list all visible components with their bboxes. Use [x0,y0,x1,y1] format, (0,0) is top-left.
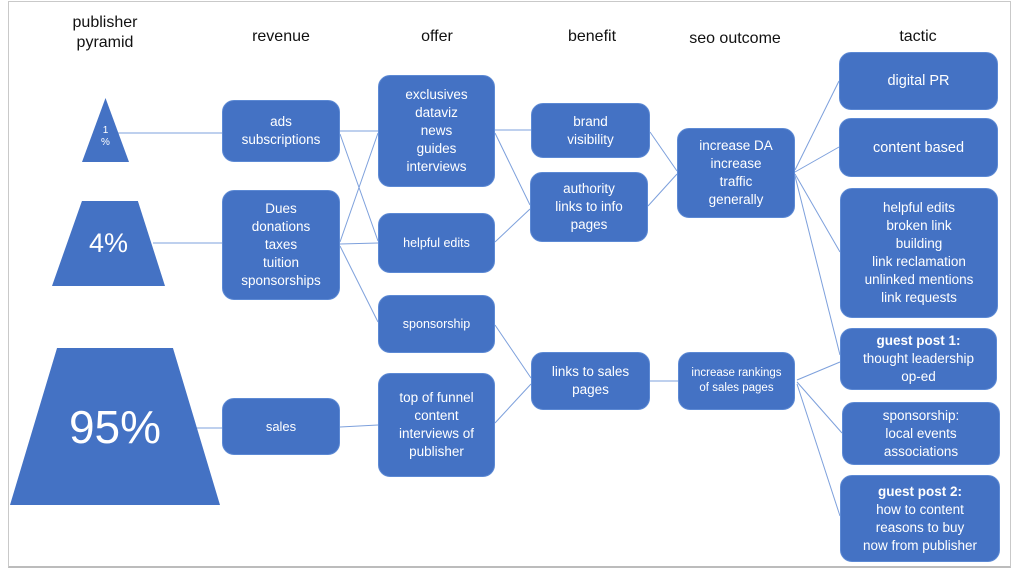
pyramid-tier3-label: 95% [68,400,162,453]
box-text: sponsorship: local events associations [882,407,960,459]
offer-box-sponsorship: sponsorship [378,295,495,353]
connector-helpful-to-authority [494,208,531,243]
pyramid-tier1-label: 1 % [101,125,110,148]
pyramid-tier3-trapezoid: 95% [10,348,220,505]
column-header-tactic: tactic [899,28,937,45]
box-text: exclusives dataviz news guides interview… [405,87,468,174]
box-text: brand visibility [567,113,614,147]
connector-dues-to-sponsorship [339,245,379,323]
box-text: increase DA increase traffic generally [699,138,773,207]
revenue-box-dues-donations: Dues donations taxes tuition sponsorship… [222,190,340,300]
box-text: digital PR [887,73,950,89]
benefit-box-authority-links: authority links to info pages [530,172,648,242]
connector-authority-to-increase-da [647,173,678,207]
tactic-box-guest-post-2: guest post 2: how to content reasons to … [840,475,1000,562]
revenue-box-sales: sales [222,398,340,455]
tactic-box-digital-pr: digital PR [839,52,998,110]
seo-box-increase-rankings: increase rankings of sales pages [678,352,795,410]
box-text: sponsorship [402,317,471,331]
box-text: increase rankings of sales pages [691,367,782,394]
tactic-box-sponsorship-local: sponsorship: local events associations [842,402,1000,465]
column-header-seo-outcome: seo outcome [689,30,781,47]
connector-da-to-content-based [794,146,840,173]
connector-dues-to-helpful-edits [339,242,379,245]
column-header-offer: offer [421,28,453,45]
box-text: Dues donations taxes tuition sponsorship… [241,201,321,288]
box-text: helpful edits [403,236,470,250]
connector-rankings-to-sponsorship-local [796,381,843,434]
tactic-box-link-building: helpful edits broken link building link … [840,188,998,318]
box-text: guest post 1: thought leadership op-ed [862,333,975,384]
connector-exclusives-to-authority [494,132,531,206]
connector-da-to-guest-post-1 [794,175,841,356]
connector-dues-to-exclusives [339,132,379,243]
connector-sponsorship-to-sales-links [494,324,532,379]
pyramid-tier2-label: 4% [88,228,129,258]
connector-rankings-to-guest-post-1 [796,361,841,381]
box-text: sales [265,418,297,434]
pyramid-tier1-triangle: 1 % [82,98,129,162]
box-text: links to sales pages [551,364,630,397]
benefit-box-links-to-sales: links to sales pages [531,352,650,410]
connector-da-to-digital-pr [794,80,840,171]
connector-sales-to-top-of-funnel [339,424,379,428]
box-text: ads subscriptions [241,114,321,147]
connector-da-to-link-building [794,173,841,253]
tactic-box-content-based: content based [839,118,998,177]
connector-rankings-to-guest-post-2 [796,383,841,517]
offer-box-helpful-edits: helpful edits [378,213,495,273]
column-header-benefit: benefit [567,28,617,45]
column-header-publisher-pyramid: publisher pyramid [72,14,138,51]
revenue-box-ads-subscriptions: ads subscriptions [222,100,340,162]
offer-box-exclusives: exclusives dataviz news guides interview… [378,75,495,187]
connector-ads-to-helpful-edits [339,133,379,242]
box-text: top of funnel content interviews of publ… [398,390,475,459]
box-text: authority links to info pages [555,181,623,232]
connector-topfunnel-to-sales-links [494,383,532,424]
tactic-box-guest-post-1: guest post 1: thought leadership op-ed [840,328,997,390]
offer-box-top-of-funnel: top of funnel content interviews of publ… [378,373,495,477]
connector-brand-to-increase-da [649,131,678,172]
column-header-revenue: revenue [252,28,310,45]
box-text: guest post 2: how to content reasons to … [862,483,978,553]
benefit-box-brand-visibility: brand visibility [531,103,650,158]
box-text: content based [872,139,965,156]
box-text: helpful edits broken link building link … [864,200,974,305]
pyramid-tier2-trapezoid: 4% [52,201,165,286]
seo-box-increase-da: increase DA increase traffic generally [677,128,795,218]
